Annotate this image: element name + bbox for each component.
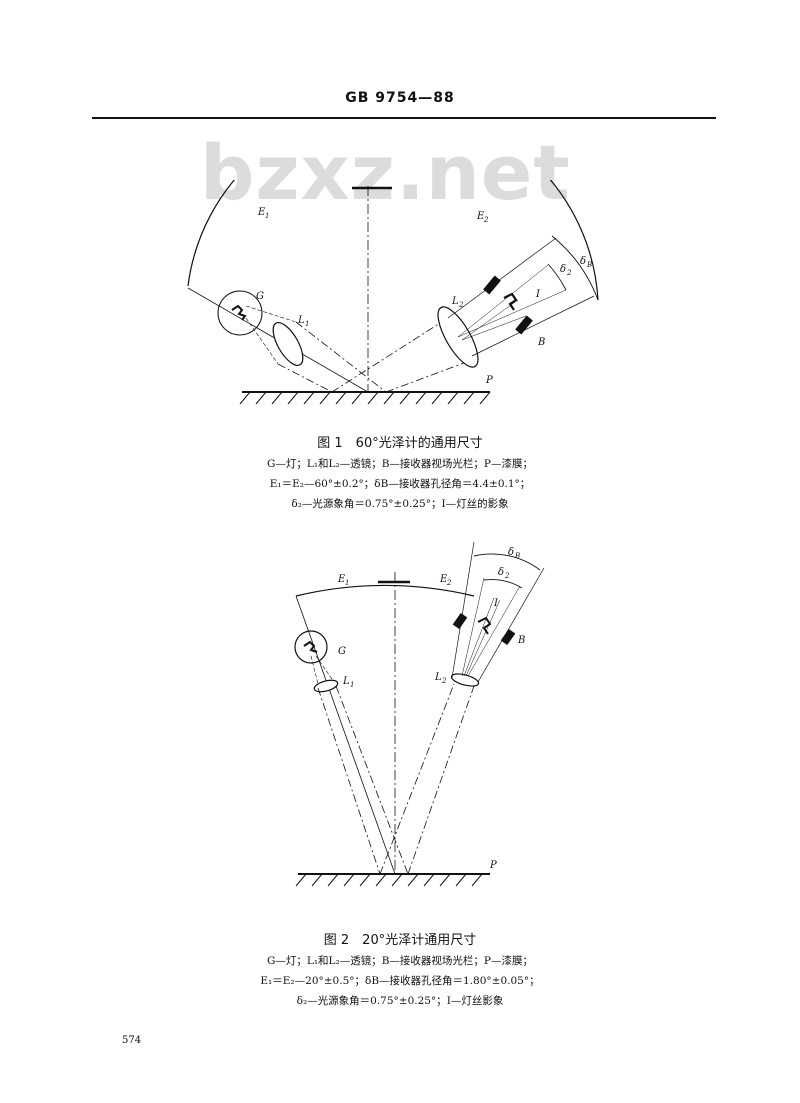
figure-2-title: 图 2 20°光泽计通用尺寸 (323, 933, 477, 948)
figure-2-legend-line-1: G—灯；L₁和L₂—透镜；B—接收器视场光栏；P—漆膜； (266, 955, 534, 967)
label-l1-sub: 1 (350, 681, 354, 689)
figure-2-legend-line-2: E₁＝E₂—20°±0.5°；δB—接收器孔径角＝1.80°±0.05°； (260, 975, 540, 987)
label-l2-sub: 2 (458, 301, 464, 309)
lamp-g (294, 630, 328, 664)
label-delta-2-sub: 2 (504, 572, 510, 580)
aperture-arc-2 (483, 579, 523, 589)
aperture-arc-b (473, 553, 541, 571)
label-delta-2: δ (498, 567, 504, 578)
receiver-stop-b (483, 275, 533, 335)
figure-2-diagram: E 1 E 2 G L 1 L 2 B I P δ B δ 2 (294, 541, 545, 887)
document-code: GB 9754—88 (345, 90, 455, 106)
figure-1-caption: 图 1 60°光泽计的通用尺寸 G—灯；L₁和L₂—透镜；B—接收器视场光栏；P… (0, 432, 800, 511)
label-l2: L (434, 672, 442, 683)
angle-arc (295, 584, 475, 597)
lens-l1 (313, 679, 339, 693)
figure-1-diagram: E 1 E 2 G L 1 L 2 B I P δ B δ 2 (187, 180, 599, 405)
figure-1-legend-line-1: G—灯；L₁和L₂—透镜；B—接收器视场光栏；P—漆膜； (266, 458, 534, 470)
label-delta-b: δ (508, 547, 514, 558)
label-b: B (537, 337, 545, 348)
label-delta-b: δ (580, 256, 586, 267)
label-l2: L (451, 296, 459, 307)
aperture-arc-b (551, 235, 599, 301)
label-g: G (256, 291, 264, 302)
label-b: B (517, 635, 525, 646)
label-e1-sub: 1 (345, 579, 349, 587)
angle-arc (187, 180, 599, 301)
sample-surface (295, 873, 490, 887)
label-delta-b-sub: B (514, 552, 520, 560)
lens-l1 (272, 322, 304, 366)
label-p: P (485, 375, 493, 386)
label-delta-b-sub: B (586, 261, 592, 269)
lamp-g (217, 290, 263, 336)
label-i: I (535, 289, 541, 300)
figure-1-legend-line-3: δ₂—光源象角＝0.75°±0.25°；I—灯丝的影象 (291, 498, 509, 510)
receiver-stop-b (452, 612, 516, 646)
label-delta-2-sub: 2 (566, 269, 572, 277)
label-e1-sub: 1 (265, 212, 269, 220)
label-l2-sub: 2 (441, 677, 447, 685)
sample-surface (239, 391, 491, 405)
label-l1: L (297, 315, 305, 326)
figure-1-title: 图 1 60°光泽计的通用尺寸 (317, 436, 483, 451)
label-i: I (493, 598, 499, 609)
watermark-text: bzxz.net (200, 128, 571, 217)
incidence-axis (295, 595, 396, 875)
header-rule (92, 117, 716, 119)
label-e2: E (476, 211, 485, 222)
label-l1: L (342, 676, 350, 687)
figure-2-caption: 图 2 20°光泽计通用尺寸 G—灯；L₁和L₂—透镜；B—接收器视场光栏；P—… (0, 929, 800, 1008)
page-number: 574 (122, 1035, 142, 1046)
label-e1: E (257, 207, 266, 218)
label-e2-sub: 2 (446, 579, 452, 587)
label-e1: E (337, 574, 346, 585)
label-e2-sub: 2 (483, 216, 489, 224)
label-g: G (338, 646, 346, 657)
label-p: P (489, 860, 497, 871)
label-delta-2: δ (560, 264, 566, 275)
figure-1-legend-line-2: E₁＝E₂—60°±0.2°；δB—接收器孔径角＝4.4±0.1°； (269, 478, 531, 490)
label-e2: E (439, 574, 448, 585)
figure-2-legend-line-3: δ₂—光源象角＝0.75°±0.25°；I—灯丝影象 (296, 995, 504, 1007)
aperture-arc-2 (547, 263, 567, 291)
label-l1-sub: 1 (305, 320, 309, 328)
